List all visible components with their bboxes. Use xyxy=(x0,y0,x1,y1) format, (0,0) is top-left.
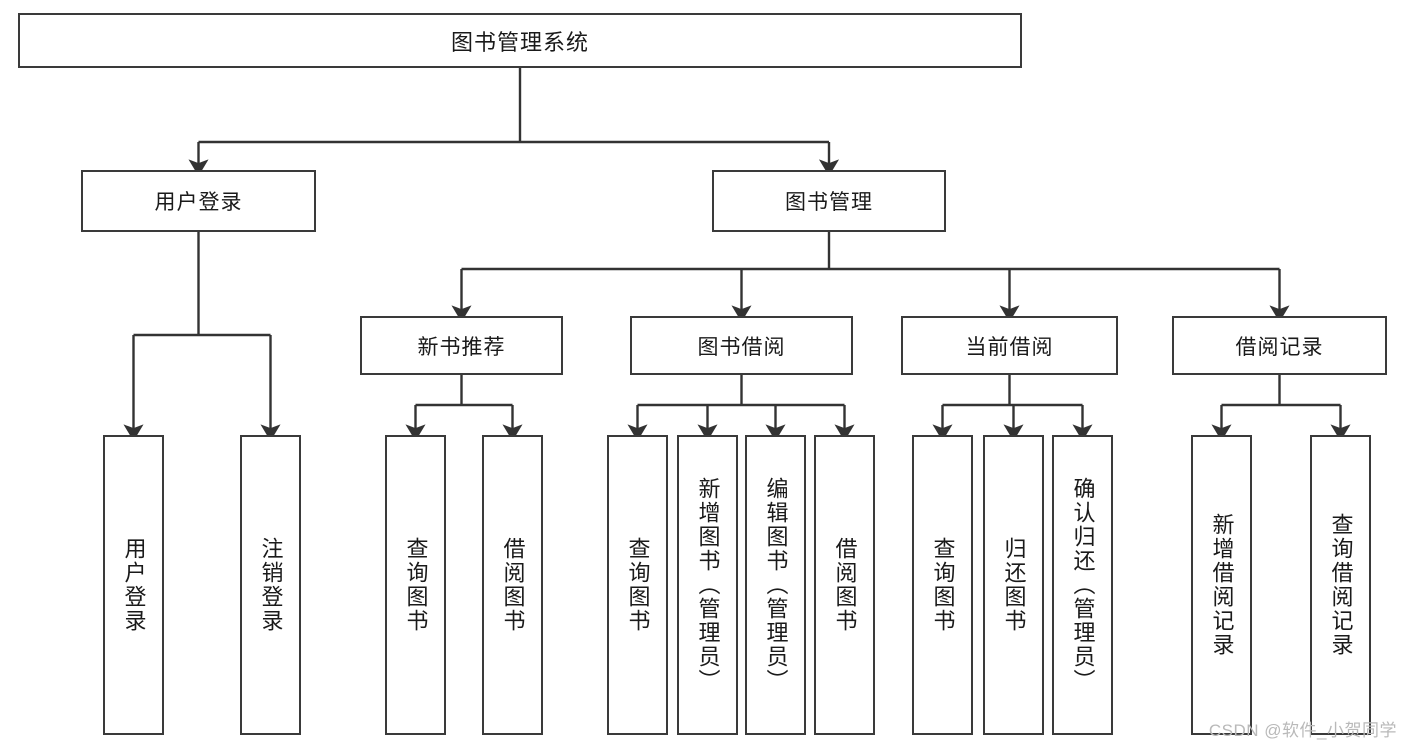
node-leaf-br-query[interactable]: 查询借阅记录 xyxy=(1310,435,1371,735)
node-book-mgmt[interactable]: 图书管理 xyxy=(712,170,946,232)
node-leaf-bb-borrow[interactable]: 借阅图书 xyxy=(814,435,875,735)
node-leaf-br-add[interactable]: 新增借阅记录 xyxy=(1191,435,1252,735)
node-leaf-user-login[interactable]: 用户登录 xyxy=(103,435,164,735)
node-leaf-rec-borrow[interactable]: 借阅图书 xyxy=(482,435,543,735)
node-label: 借阅记录 xyxy=(1235,335,1324,359)
node-leaf-cb-return[interactable]: 归还图书 xyxy=(983,435,1044,735)
node-book-borrow[interactable]: 图书借阅 xyxy=(630,316,853,375)
node-leaf-bb-edit[interactable]: 编辑图书（管理员） xyxy=(745,435,806,735)
node-label: 注销登录 xyxy=(258,537,284,633)
node-label: 编辑图书（管理员） xyxy=(763,477,789,693)
node-leaf-cb-query[interactable]: 查询图书 xyxy=(912,435,973,735)
node-leaf-cb-confirm[interactable]: 确认归还（管理员） xyxy=(1052,435,1113,735)
node-current-borrow[interactable]: 当前借阅 xyxy=(901,316,1118,375)
node-label: 图书借阅 xyxy=(697,335,786,359)
node-label: 归还图书 xyxy=(1001,537,1027,633)
node-label: 查询图书 xyxy=(930,537,956,633)
node-label: 查询图书 xyxy=(625,537,651,633)
node-label: 图书管理 xyxy=(785,191,873,214)
node-new-book-rec[interactable]: 新书推荐 xyxy=(360,316,563,375)
node-label: 新增借阅记录 xyxy=(1209,513,1235,657)
node-label: 用户登录 xyxy=(154,191,243,214)
node-label: 新书推荐 xyxy=(417,335,506,359)
node-leaf-bb-add[interactable]: 新增图书（管理员） xyxy=(677,435,738,735)
node-label: 借阅图书 xyxy=(500,537,526,633)
node-label: 确认归还（管理员） xyxy=(1070,477,1096,693)
node-root[interactable]: 图书管理系统 xyxy=(18,13,1022,68)
node-leaf-user-logout[interactable]: 注销登录 xyxy=(240,435,301,735)
node-user-login[interactable]: 用户登录 xyxy=(81,170,316,232)
node-label: 用户登录 xyxy=(121,537,147,633)
node-leaf-rec-query[interactable]: 查询图书 xyxy=(385,435,446,735)
node-leaf-bb-query[interactable]: 查询图书 xyxy=(607,435,668,735)
node-label: 当前借阅 xyxy=(965,335,1054,359)
node-label: 查询图书 xyxy=(403,537,429,633)
node-label: 图书管理系统 xyxy=(450,29,589,55)
node-borrow-record[interactable]: 借阅记录 xyxy=(1172,316,1387,375)
node-label: 借阅图书 xyxy=(832,537,858,633)
node-label: 查询借阅记录 xyxy=(1328,513,1354,657)
node-label: 新增图书（管理员） xyxy=(695,477,721,693)
